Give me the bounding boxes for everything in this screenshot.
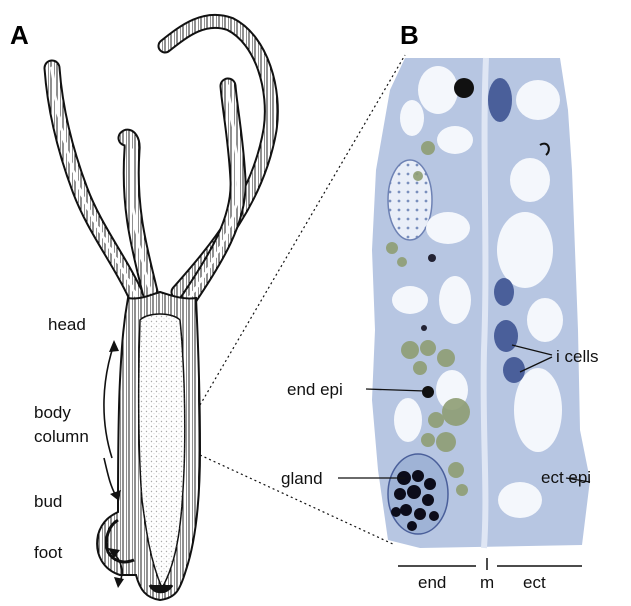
label-i-cells: i cells [556,347,599,366]
panel-a-letter: A [10,20,29,50]
label-m: m [480,573,494,592]
mesoglea [484,58,486,548]
label-gland: gland [281,469,323,488]
layer-brackets [398,558,582,570]
label-bud: bud [34,492,62,511]
label-ect: ect [523,573,546,592]
label-foot: foot [34,543,63,562]
panel-b-letter: B [400,20,419,50]
hydra-drawing [52,21,271,600]
label-ect-epi: ect epi [541,468,591,487]
gland-cell [388,454,448,534]
panel-a: A head body column [10,20,271,600]
label-end: end [418,573,446,592]
label-column: column [34,427,89,446]
panel-b: B [281,20,599,592]
label-body: body [34,403,71,422]
label-end-epi: end epi [287,380,343,399]
label-head: head [48,315,86,334]
